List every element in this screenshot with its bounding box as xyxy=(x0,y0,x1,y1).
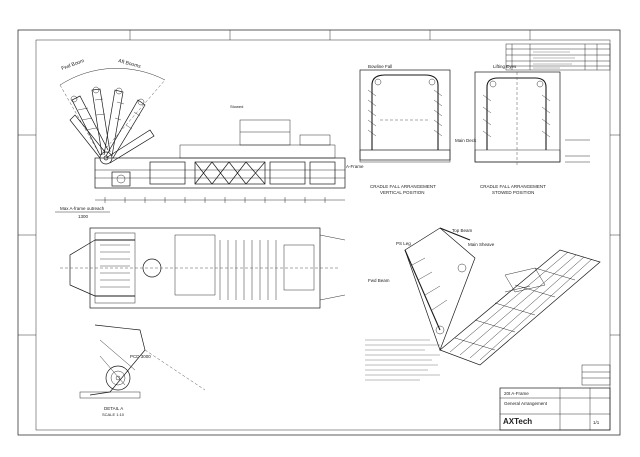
frame-scale xyxy=(95,197,345,203)
section-right-caption-2: STOWED POSITION xyxy=(492,190,534,195)
section-right-caption-1: CRADLE FALL ARRANGEMENT xyxy=(480,184,546,189)
swing-arc xyxy=(59,68,166,86)
section-view-left: Bowline Fall A-Frame CRADLE FALL ARRANGE… xyxy=(346,64,451,195)
border-ticks xyxy=(18,30,620,336)
main-sheave-label: Main Sheave xyxy=(468,242,495,247)
lifting-eyes-label: Lifting Eyes xyxy=(493,64,517,69)
title-block-title: 20t A-Frame xyxy=(504,391,529,396)
detail-a-scale: SCALE 1:10 xyxy=(102,412,125,417)
company-logo: AXTech xyxy=(503,417,532,426)
outreach-label: Max A-frame outreach xyxy=(60,206,105,211)
a-frame-label: A-Frame xyxy=(346,164,364,169)
bowline-fall-label: Bowline Fall xyxy=(368,64,392,69)
aft-booms-label: Aft Booms xyxy=(117,58,141,70)
deck-machinery xyxy=(149,161,336,185)
ship-deck xyxy=(94,119,346,189)
title-block-subtitle: General Arrangement xyxy=(504,401,548,406)
fwd-beam-label: Fwd Beam xyxy=(368,278,390,283)
outreach-dim: 1300 xyxy=(78,214,89,219)
detail-a: PCD 3000 DETAIL A SCALE 1:10 xyxy=(79,324,206,417)
top-beam-label: Top Beam xyxy=(452,228,473,233)
general-notes xyxy=(365,339,440,381)
sheet-number: 1/1 xyxy=(593,420,600,425)
section-left-caption-2: VERTICAL POSITION xyxy=(380,190,425,195)
outer-border xyxy=(17,29,621,436)
fwd-boom-label: Fwd Boom xyxy=(61,58,86,72)
ps-leg-label: PS Leg xyxy=(396,241,411,246)
main-elevation-view: Fwd Boom Aft Booms xyxy=(55,58,346,219)
section-view-right: Lifting Eyes Main Deck CRADLE FALL ARRAN… xyxy=(455,64,590,195)
title-block: 20t A-Frame General Arrangement AXTech 1… xyxy=(499,364,611,431)
boom-positions xyxy=(69,88,155,164)
plan-view xyxy=(60,227,346,309)
pcd-label: PCD 3000 xyxy=(130,354,151,359)
pcd-circle xyxy=(105,365,131,391)
section-left-caption-1: CRADLE FALL ARRANGEMENT xyxy=(370,184,436,189)
main-deck-label: Main Deck xyxy=(455,138,477,143)
revision-table xyxy=(505,43,611,71)
isometric-view: PS Leg Top Beam Main Sheave Fwd Beam xyxy=(368,227,601,366)
stowed-label: Stowed xyxy=(230,104,243,109)
detail-a-label: DETAIL A xyxy=(104,406,123,411)
boom-lattice xyxy=(77,98,141,131)
